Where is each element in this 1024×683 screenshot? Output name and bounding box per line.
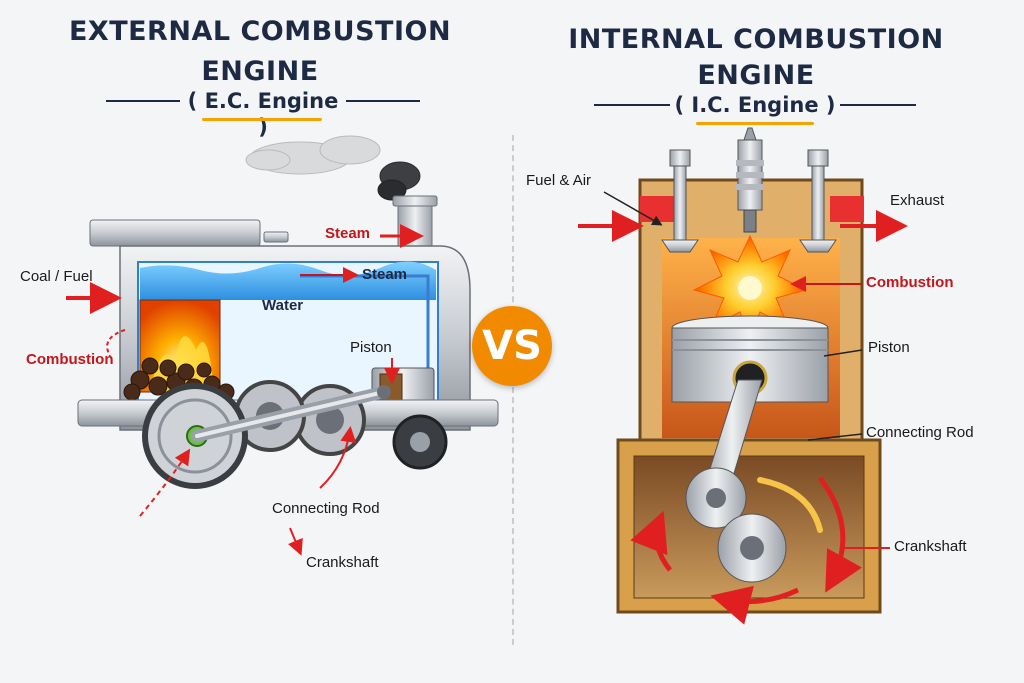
label-connecting-rod-left: Connecting Rod — [272, 500, 380, 517]
right-subtitle: ( I.C. Engine ) — [674, 93, 836, 117]
intake-port — [640, 196, 674, 222]
left-subtitle: ( E.C. Engine ) — [187, 89, 339, 139]
left-subtitle-rule-left — [106, 100, 180, 102]
label-connecting-rod-right: Connecting Rod — [866, 424, 974, 441]
label-steam-inner: Steam — [362, 266, 408, 283]
label-coal-fuel: Coal / Fuel — [20, 268, 93, 285]
valves — [661, 149, 837, 253]
right-title-line1: INTERNAL COMBUSTION — [568, 24, 944, 55]
label-crankshaft-right: Crankshaft — [894, 538, 967, 555]
piston — [671, 315, 829, 403]
label-water: Water — [262, 297, 304, 314]
left-arrows — [66, 224, 424, 556]
spark-plug — [736, 127, 764, 233]
smoke-cloud — [245, 135, 421, 201]
left-title-line2: ENGINE — [201, 56, 319, 87]
label-fuel-air: Fuel & Air — [526, 172, 592, 189]
label-piston-right: Piston — [868, 339, 910, 356]
vs-badge: VS — [472, 306, 552, 386]
label-combustion-right: Combustion — [866, 274, 954, 291]
right-title-line2: ENGINE — [697, 60, 815, 91]
left-title-line1: EXTERNAL COMBUSTION — [68, 16, 452, 47]
exhaust-port — [830, 196, 864, 222]
right-subtitle-rule-left — [594, 104, 670, 106]
chimney — [397, 199, 433, 251]
right-subtitle-underline — [696, 122, 814, 125]
label-piston-left: Piston — [350, 339, 392, 356]
center-divider — [512, 135, 514, 645]
cab-roof — [89, 219, 261, 247]
external-engine-illustration — [77, 135, 499, 489]
label-exhaust: Exhaust — [890, 192, 945, 209]
label-crankshaft-left: Crankshaft — [306, 554, 379, 571]
left-subtitle-rule-right — [346, 100, 420, 102]
water — [140, 261, 436, 300]
label-steam-exhaust: Steam — [325, 225, 371, 242]
label-combustion-left: Combustion — [26, 351, 114, 368]
left-subtitle-underline — [202, 118, 322, 121]
right-arrows — [578, 191, 908, 549]
right-subtitle-rule-right — [840, 104, 916, 106]
internal-engine-illustration — [616, 127, 882, 625]
